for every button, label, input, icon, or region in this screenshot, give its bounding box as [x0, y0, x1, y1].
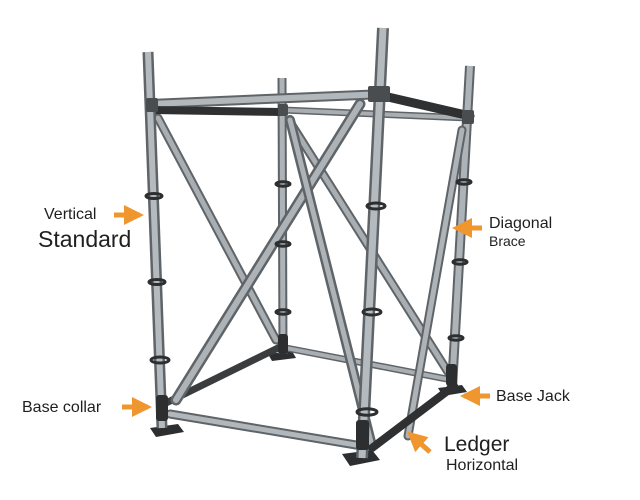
base-jack-label: Base Jack: [496, 388, 570, 405]
arrow-up-left-icon: [407, 431, 432, 454]
base-collar-back-left: [278, 334, 288, 354]
base-collar-front-right: [356, 420, 369, 450]
vertical-label-line1: Vertical: [44, 206, 97, 223]
ledger-right-top: [383, 92, 475, 121]
ledger-label-line2: Horizontal: [446, 457, 519, 474]
front-braces: [170, 98, 467, 451]
rosettes: [144, 178, 473, 417]
front-bottom-ledgers: [165, 382, 458, 452]
base-collar-front-left: [156, 395, 168, 421]
vertical-label-line2: Standard: [38, 226, 132, 252]
ledger-left-top: [148, 106, 286, 116]
base-collars: [156, 334, 457, 450]
base-plate-back-left: [268, 351, 296, 361]
callout-arrows: [114, 205, 490, 454]
diagonal-label-line1: Diagonal: [489, 215, 553, 232]
front-top-ledgers: [145, 89, 389, 116]
ledger-right-bottom: [368, 382, 458, 452]
base-collar-label: Base collar: [22, 399, 102, 416]
base-plate-front-right: [342, 450, 380, 466]
ledger-label-line1: Ledger: [444, 433, 510, 456]
diagonal-label-line2: Brace: [489, 233, 526, 249]
left-side-braces: [153, 113, 281, 345]
couplers: [146, 86, 474, 124]
base-collar-back-right: [446, 364, 457, 386]
